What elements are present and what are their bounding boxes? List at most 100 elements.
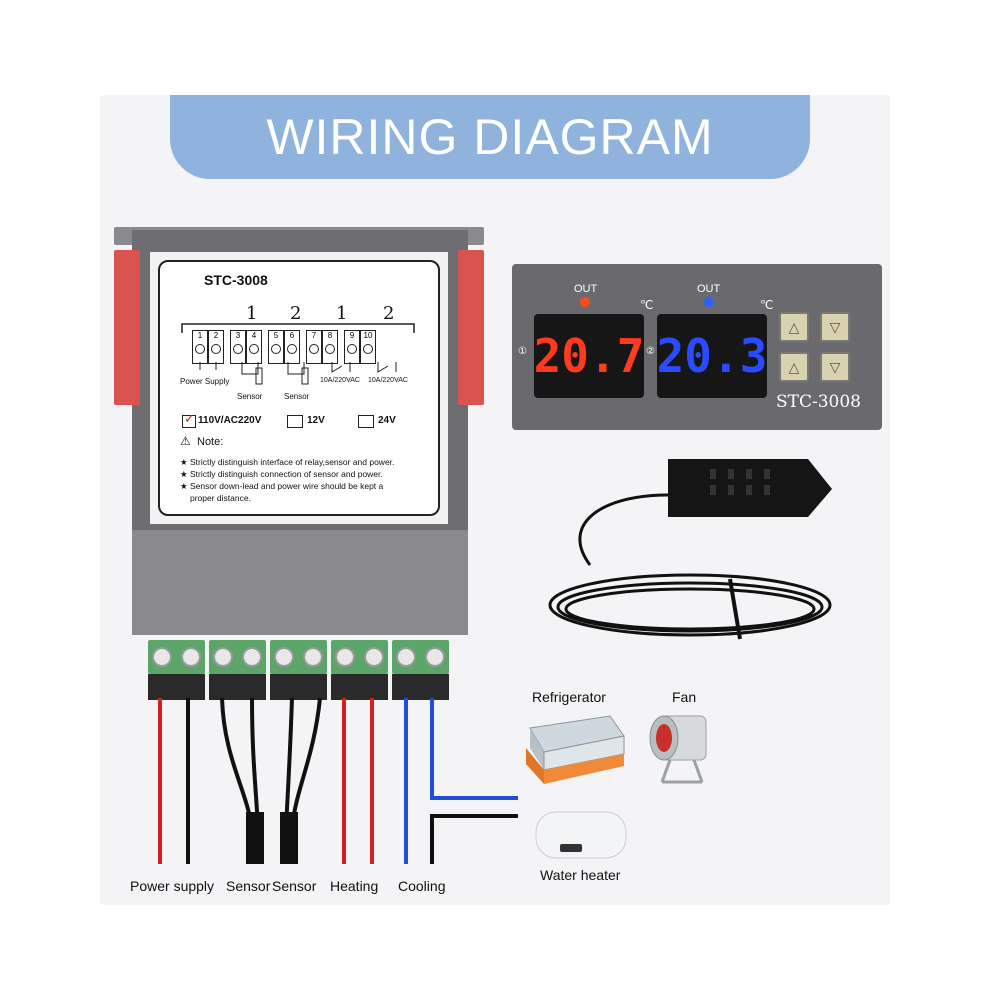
display-model: STC-3008 <box>776 392 861 412</box>
refrigerator-icon <box>526 715 625 784</box>
out-label: OUT <box>697 283 721 295</box>
group-number: 2 <box>290 303 302 324</box>
screw-icon[interactable] <box>274 647 295 667</box>
terminal: 6 <box>284 330 300 364</box>
terminal: 2 <box>208 330 224 364</box>
label-model: STC-3008 <box>204 272 268 288</box>
channel-index: ① <box>518 346 527 357</box>
note-item: proper distance. <box>190 493 251 503</box>
out-label: OUT <box>574 283 598 295</box>
screw-icon[interactable] <box>152 647 173 667</box>
terminal-label-power: Power Supply <box>180 377 230 386</box>
screw-icon[interactable] <box>213 647 234 667</box>
terminal: 9 <box>344 330 360 364</box>
fan-label: Fan <box>672 689 697 705</box>
screw-icon[interactable] <box>241 647 262 667</box>
wire-cooling-black <box>430 814 518 864</box>
terminal-label-sensor: Sensor <box>237 392 263 401</box>
note-item: ★ Strictly distinguish interface of rela… <box>180 457 395 467</box>
terminal-group-sensor-2: 5 6 <box>268 330 300 364</box>
terminal-group-sensor-1: 3 4 <box>230 330 262 364</box>
terminal-block-power[interactable] <box>148 640 205 700</box>
screw-icon[interactable] <box>302 647 323 667</box>
screw-icon[interactable] <box>363 647 384 667</box>
terminal-bracket <box>181 323 415 333</box>
warning-icon: ⚠ <box>180 434 191 448</box>
terminal: 10 <box>360 330 376 364</box>
down-button-2[interactable]: ▽ <box>820 352 850 382</box>
down-arrow-icon: ▽ <box>829 358 841 375</box>
down-arrow-icon: ▽ <box>829 318 841 335</box>
up-arrow-icon: △ <box>788 358 800 375</box>
sensor-lead-1 <box>246 812 264 864</box>
note-item: ★ Strictly distinguish connection of sen… <box>180 469 383 479</box>
celsius-unit: ℃ <box>760 298 774 312</box>
terminal-blocks <box>148 640 449 700</box>
channel-index: ② <box>646 346 655 357</box>
up-button-1[interactable]: △ <box>779 312 809 342</box>
fan-icon <box>649 715 707 784</box>
title-text: WIRING DIAGRAM <box>266 109 714 165</box>
terminal: 5 <box>268 330 284 364</box>
group-number: 1 <box>336 303 348 324</box>
voltage-option: 24V <box>378 415 396 426</box>
terminal-group-relay-2: 9 10 <box>344 330 376 364</box>
terminal-block-sensor-2[interactable] <box>270 640 327 700</box>
wire-label-power: Power supply <box>130 878 215 894</box>
note-item: ★ Sensor down-lead and power wire should… <box>180 481 384 491</box>
temperature-reading-1: 20.7 <box>533 329 645 383</box>
checkbox-icon: ✓ <box>182 411 196 428</box>
checkbox-icon <box>287 415 303 428</box>
terminal-block-sensor-1[interactable] <box>209 640 266 700</box>
up-arrow-icon: △ <box>788 318 800 335</box>
mounting-clip-right <box>458 250 484 405</box>
terminal-block-cooling[interactable] <box>392 640 449 700</box>
terminal-schematic <box>199 362 397 385</box>
wire-label-heating: Heating <box>330 878 379 894</box>
refrigerator-label: Refrigerator <box>532 689 606 705</box>
terminal-block-heating[interactable] <box>331 640 388 700</box>
wire-label-sensor: Sensor <box>272 878 317 894</box>
note-list: ★ Strictly distinguish interface of rela… <box>180 456 394 504</box>
terminal: 7 <box>306 330 322 364</box>
terminal: 8 <box>322 330 338 364</box>
led-indicator-1 <box>580 297 590 307</box>
temperature-display-1: 20.7 <box>534 314 644 398</box>
screw-icon[interactable] <box>180 647 201 667</box>
water-heater-label: Water heater <box>540 867 621 883</box>
terminal-label-relay: 10A/220VAC <box>368 377 408 384</box>
checkbox-icon <box>358 415 374 428</box>
wire-label-sensor: Sensor <box>226 878 271 894</box>
terminal: 3 <box>230 330 246 364</box>
up-button-2[interactable]: △ <box>779 352 809 382</box>
water-heater-icon <box>535 811 627 859</box>
wire-label-cooling: Cooling <box>398 878 446 894</box>
terminal-label-relay: 10A/220VAC <box>320 377 360 384</box>
terminal-row: 1 2 3 4 5 6 7 8 9 10 <box>192 330 376 364</box>
sensor-lead-2 <box>280 812 298 864</box>
temperature-reading-2: 20.3 <box>656 329 768 383</box>
down-button-1[interactable]: ▽ <box>820 312 850 342</box>
voltage-option: 110V/AC220V <box>198 415 262 426</box>
terminal-label-sensor: Sensor <box>284 392 310 401</box>
wires <box>158 698 518 864</box>
checkmark-icon: ✓ <box>184 411 195 426</box>
led-indicator-2 <box>704 297 714 307</box>
terminal: 4 <box>246 330 262 364</box>
sensor-probe <box>548 459 832 640</box>
mounting-clip-left <box>114 250 140 405</box>
wiring-label-inner <box>158 260 440 516</box>
temperature-display-2: 20.3 <box>657 314 767 398</box>
terminal: 1 <box>192 330 208 364</box>
controller-housing-lower <box>132 530 468 635</box>
group-number: 1 <box>246 303 258 324</box>
note-title: Note: <box>197 436 224 448</box>
voltage-option: 12V <box>307 415 325 426</box>
title-banner: WIRING DIAGRAM <box>170 95 810 179</box>
terminal-group-power: 1 2 <box>192 330 224 364</box>
screw-icon[interactable] <box>335 647 356 667</box>
group-number: 2 <box>383 303 395 324</box>
celsius-unit: ℃ <box>640 298 654 312</box>
screw-icon[interactable] <box>396 647 417 667</box>
screw-icon[interactable] <box>424 647 445 667</box>
